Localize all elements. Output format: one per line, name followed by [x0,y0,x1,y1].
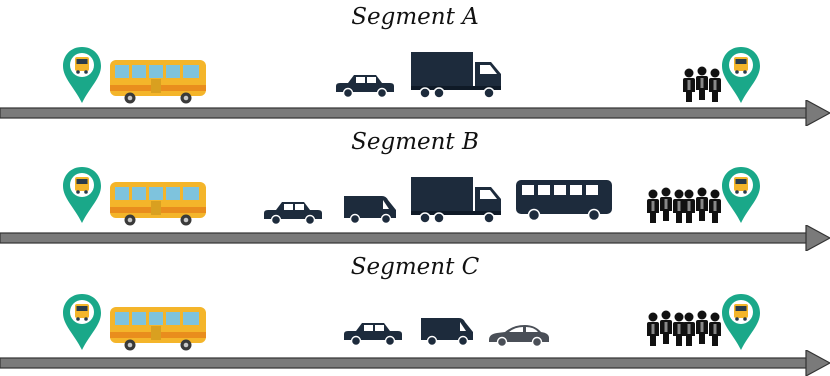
segment-b: Segment B [0,125,830,251]
pedestrians-icon [646,187,686,223]
pedestrians-icon [682,187,722,223]
bus-stop-pin-icon [63,167,101,223]
coach-icon [515,179,613,222]
bus-stop-pin-icon [722,294,760,350]
van-icon [420,317,474,347]
bus-icon [110,60,206,104]
segment-a: Segment A [0,0,830,126]
car-icon [263,201,323,225]
bus-stop-pin-icon [63,47,101,103]
segment-title: Segment B [351,129,479,155]
segment-title: Segment C [350,254,480,280]
pedestrians-icon [682,66,722,102]
car-icon [343,322,403,346]
van-icon [343,195,397,225]
road-arrow [0,350,830,376]
segment-title: Segment A [351,4,479,30]
road-arrow [0,100,830,126]
pedestrians-icon [646,310,686,346]
segment-c: Segment C [0,250,830,376]
bus-icon [110,307,206,351]
road-arrow [0,225,830,251]
car-icon [335,74,395,98]
bus-stop-pin-icon [63,294,101,350]
bus-stop-pin-icon [722,167,760,223]
bus-stop-pin-icon [722,47,760,103]
sedan-icon [488,324,550,348]
pedestrians-icon [682,310,722,346]
truck-icon [410,176,502,224]
truck-icon [410,51,502,99]
bus-icon [110,182,206,226]
